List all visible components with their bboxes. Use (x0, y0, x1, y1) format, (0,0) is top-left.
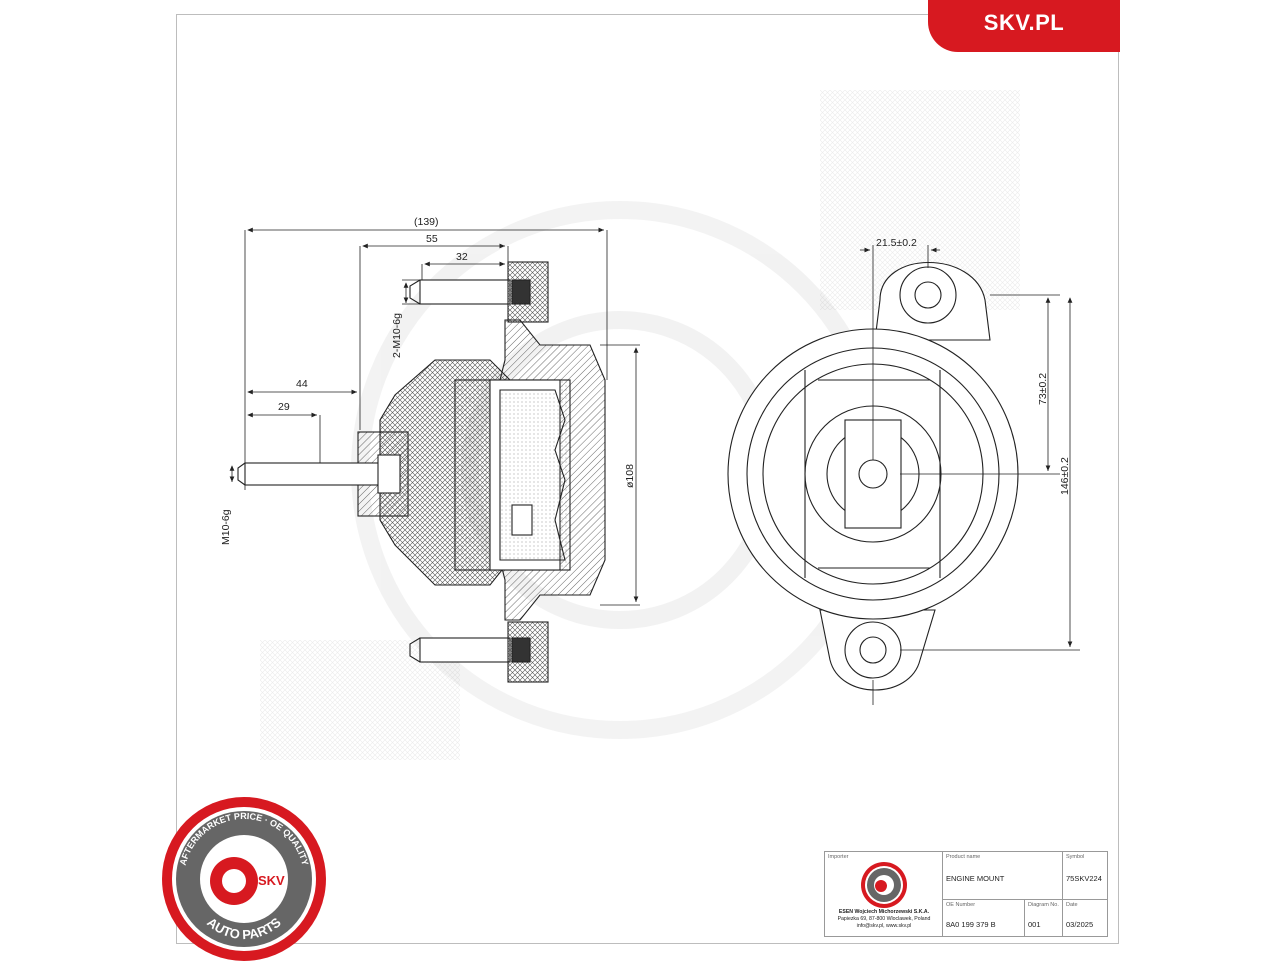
stud (244, 462, 381, 486)
dim-32-label: 32 (456, 251, 468, 263)
date-label: Date (1066, 902, 1078, 908)
side-view-dimensions (229, 227, 639, 602)
small-seal-icon (861, 862, 907, 908)
seal-center-text: SKV (258, 873, 285, 888)
side-view (237, 261, 640, 683)
brand-label: SKV.PL (983, 10, 1065, 35)
dim-73-label: 73±0.2 (1037, 373, 1049, 405)
diagram-value: 001 (1028, 920, 1041, 929)
oe-cell: OE Number 8A0 199 379 B (943, 900, 1025, 936)
dim-146-label: 146±0.2 (1059, 457, 1071, 495)
drawing-frame (176, 14, 1119, 944)
diameter-label: ø108 (624, 464, 636, 488)
importer-cell: Importer ESEN Wojciech Michorzewski S.K.… (825, 852, 943, 936)
thread-stud-label: M10-6g (220, 509, 232, 545)
symbol-label: Symbol (1066, 854, 1085, 860)
symbol-value: 75SKV224 (1066, 874, 1102, 883)
dim-overall-label: (139) (414, 216, 439, 228)
symbol-cell: Symbol 75SKV224 (1063, 852, 1107, 900)
oe-value: 8A0 199 379 B (946, 920, 996, 929)
title-block: Importer ESEN Wojciech Michorzewski S.K.… (824, 851, 1108, 937)
top-bolt (419, 279, 511, 305)
dim-44-label: 44 (296, 378, 308, 390)
importer-contact: info@skv.pl, www.skv.pl (856, 923, 912, 929)
gear-icon (210, 857, 258, 905)
importer-label: Importer (828, 854, 849, 860)
dim-offset-label: 21.5±0.2 (876, 237, 917, 249)
product-cell: Product name ENGINE MOUNT (943, 852, 1063, 900)
dim-29-label: 29 (278, 401, 290, 413)
brand-tab (928, 0, 1120, 52)
diagram-cell: Diagram No. 001 (1025, 900, 1063, 936)
front-view-dimensions (860, 245, 1080, 705)
skv-seal-logo: AFTERMARKET PRICE · OE QUALITY AUTO PART… (162, 797, 326, 961)
product-value: ENGINE MOUNT (946, 874, 1005, 883)
date-cell: Date 03/2025 (1063, 900, 1107, 936)
bottom-bolt (419, 637, 511, 663)
oe-label: OE Number (946, 902, 976, 908)
thread-top-label: 2-M10-6g (391, 313, 403, 358)
diagram-label: Diagram No. (1028, 902, 1059, 908)
date-value: 03/2025 (1066, 920, 1094, 929)
dim-55-label: 55 (426, 233, 438, 245)
product-label: Product name (946, 854, 981, 860)
importer-name: ESEN Wojciech Michorzewski S.K.A. (838, 909, 930, 915)
importer-address: Papiezka 69, 87-800 Wloclawek, Poland (837, 916, 931, 922)
